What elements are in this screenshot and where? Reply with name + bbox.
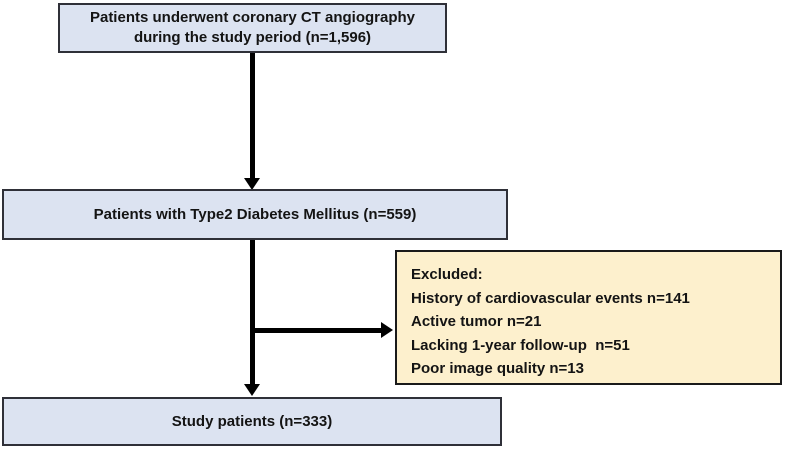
arrow-line-branch-to-excluded (252, 328, 382, 333)
flow-box-t2dm: Patients with Type2 Diabetes Mellitus (n… (2, 189, 508, 240)
arrow-line-t2dm-to-study (250, 240, 255, 385)
excluded-reason-followup: Lacking 1-year follow-up n=51 (411, 336, 630, 354)
arrowhead-down-icon (244, 178, 260, 190)
flow-box-ct-angiography: Patients underwent coronary CT angiograp… (58, 3, 447, 53)
flow-box-t2dm-label: Patients with Type2 Diabetes Mellitus (n… (93, 206, 417, 223)
arrowhead-down-icon (244, 384, 260, 396)
arrow-line-top-to-t2dm (250, 53, 255, 179)
excluded-reason-cardiovascular: History of cardiovascular events n=141 (411, 289, 690, 307)
flow-box-study-patients: Study patients (n=333) (2, 397, 502, 446)
flow-box-ct-angiography-line1: Patients underwent coronary CT angiograp… (89, 9, 416, 26)
excluded-heading: Excluded: (411, 266, 483, 283)
flow-box-excluded: Excluded: History of cardiovascular even… (395, 250, 782, 385)
flow-box-ct-angiography-line2: during the study period (n=1,596) (133, 29, 372, 46)
arrowhead-right-icon (381, 322, 393, 338)
excluded-reason-tumor: Active tumor n=21 (411, 313, 542, 330)
flow-box-study-patients-label: Study patients (n=333) (171, 413, 333, 430)
excluded-reason-image-quality: Poor image quality n=13 (411, 360, 584, 377)
